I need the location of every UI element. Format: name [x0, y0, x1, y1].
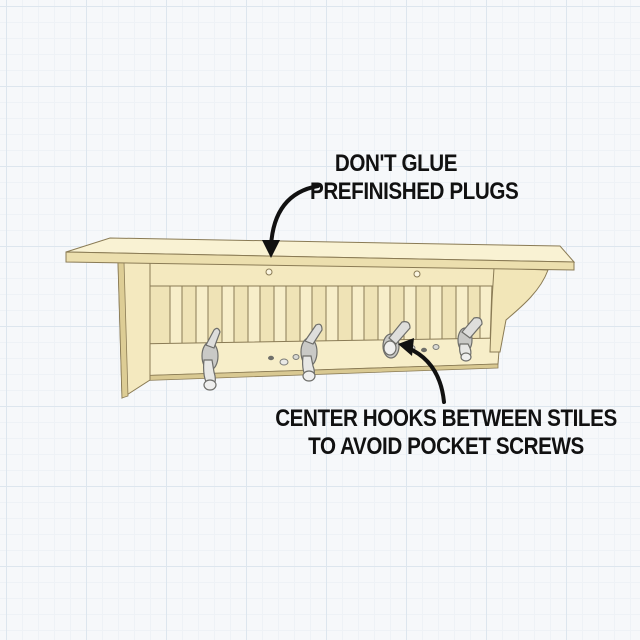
- callout-arrow-icon: [398, 338, 446, 404]
- callout-line: CENTER HOOKS BETWEEN STILES: [275, 405, 617, 432]
- coat-hook-icon: [457, 317, 483, 362]
- stiles-group: [169, 283, 493, 346]
- stile: [325, 283, 339, 346]
- coat-hook-icon: [300, 323, 323, 382]
- stile: [247, 283, 261, 346]
- wood-plug-icon: [413, 270, 421, 278]
- pocket-screw-icon: [268, 354, 300, 366]
- callout-line: PREFINISHED PLUGS: [310, 178, 519, 205]
- stile: [169, 283, 183, 346]
- shelf-front-edge: [65, 251, 575, 271]
- coat-hook-icon: [382, 321, 411, 359]
- coat-hook-icon: [201, 327, 221, 391]
- wood-plug-icon: [265, 268, 273, 276]
- stile: [221, 283, 235, 346]
- right-side-bracket: [489, 267, 549, 353]
- callout-line: TO AVOID POCKET SCREWS: [308, 433, 584, 460]
- stile: [273, 283, 287, 346]
- callout-line: DON'T GLUE: [334, 150, 458, 177]
- callout-arrow-icon: [262, 184, 320, 258]
- callout-hooks: CENTER HOOKS BETWEEN STILES TO AVOID POC…: [274, 405, 618, 461]
- stile: [403, 283, 417, 346]
- stile: [351, 283, 365, 346]
- callout-plugs: DON'T GLUE PREFINISHED PLUGS: [310, 150, 519, 206]
- stile: [195, 283, 209, 346]
- stile: [429, 283, 443, 346]
